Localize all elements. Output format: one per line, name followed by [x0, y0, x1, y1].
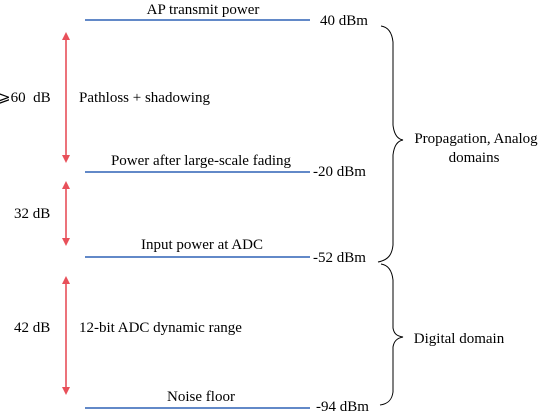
- adc-input-power-label: Input power at ADC: [141, 237, 263, 253]
- pathloss-span-amount: ⩾60 dB: [0, 90, 51, 106]
- digital-domain-label: Digital domain: [414, 331, 505, 347]
- adc-range-span-amount: 42 dB: [14, 320, 50, 336]
- adc-range-span-label: 12-bit ADC dynamic range: [79, 320, 242, 336]
- pathloss-span-label: Pathloss + shadowing: [79, 90, 210, 106]
- analog-domain-brace: [377, 25, 404, 263]
- large-scale-fading-value: -20 dBm: [313, 164, 366, 180]
- digital-domain-brace: [379, 263, 404, 406]
- adc-input-power-value: -52 dBm: [313, 250, 366, 266]
- headroom-span-amount: 32 dB: [14, 206, 50, 222]
- ap-transmit-power-value: 40 dBm: [320, 13, 368, 29]
- ap-transmit-power-label: AP transmit power: [147, 2, 260, 18]
- analog-domain-label-line1: Propagation, Analog: [414, 131, 538, 147]
- noise-floor-value: -94 dBm: [316, 399, 369, 412]
- noise-floor-label: Noise floor: [167, 389, 235, 405]
- large-scale-fading-label: Power after large-scale fading: [111, 153, 292, 169]
- analog-domain-label-line2: domains: [449, 150, 500, 166]
